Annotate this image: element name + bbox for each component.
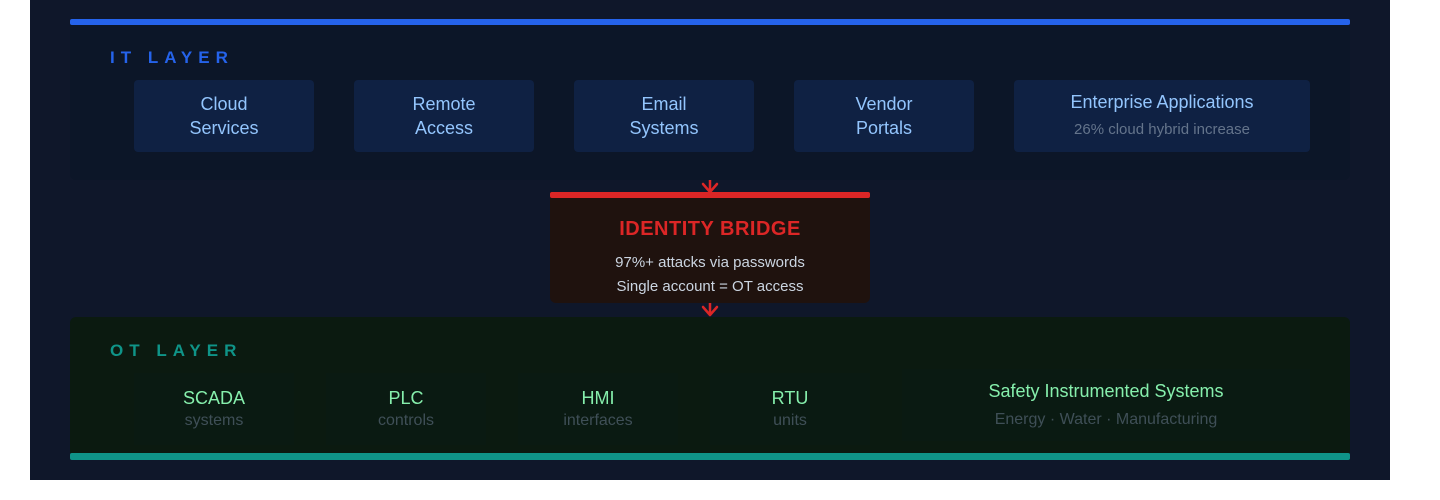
it-card-line2: Access	[414, 118, 474, 138]
it-card-line2: Services	[189, 118, 259, 138]
it-card-line1: Cloud	[200, 94, 248, 114]
diagram-frame: IT LAYER Cloud Services Remote Access Em…	[30, 0, 1390, 480]
identity-bridge: IDENTITY BRIDGE 97%+ attacks via passwor…	[550, 192, 870, 303]
ot-card-subtitle: Energy · Water · Manufacturing	[994, 411, 1218, 428]
it-card-line1: Vendor	[855, 94, 913, 114]
ot-card-hmi: HMI interfaces	[518, 373, 678, 445]
it-card-line1: Remote	[412, 94, 476, 114]
it-card-enterprise-applications: Enterprise Applications 26% cloud hybrid…	[1014, 80, 1310, 152]
ot-card-subtitle: systems	[184, 412, 244, 429]
ot-card-subtitle: units	[773, 412, 807, 429]
it-card-line1: Email	[641, 94, 687, 114]
ot-card-plc: PLC controls	[326, 373, 486, 445]
it-card-title: Enterprise Applications	[1070, 92, 1254, 112]
it-card-line2: Portals	[855, 118, 913, 138]
it-card-line2: Systems	[629, 118, 699, 138]
ot-card-title: RTU	[771, 388, 809, 408]
identity-bridge-line-1: 97%+ attacks via passwords	[615, 254, 805, 271]
it-layer: IT LAYER Cloud Services Remote Access Em…	[70, 25, 1350, 180]
it-card-subtitle: 26% cloud hybrid increase	[1074, 121, 1250, 138]
ot-layer: OT LAYER SCADA systems PLC controls HMI …	[70, 317, 1350, 453]
it-card-email-systems: Email Systems	[574, 80, 754, 152]
it-card-remote-access: Remote Access	[354, 80, 534, 152]
ot-card-subtitle: interfaces	[563, 412, 633, 429]
identity-bridge-line-2: Single account = OT access	[616, 278, 804, 295]
ot-card-rtu: RTU units	[710, 373, 870, 445]
ot-layer-accent-bar	[70, 453, 1350, 460]
ot-card-safety-instrumented-systems: Safety Instrumented Systems Energy · Wat…	[902, 369, 1310, 441]
ot-card-scada: SCADA systems	[134, 373, 294, 445]
it-layer-accent-bar	[70, 19, 1350, 25]
ot-card-title: HMI	[581, 388, 615, 408]
it-layer-title: IT LAYER	[110, 48, 234, 67]
ot-card-subtitle: controls	[377, 412, 435, 429]
it-card-vendor-portals: Vendor Portals	[794, 80, 974, 152]
arrow-down-icon	[701, 303, 719, 317]
identity-bridge-accent-bar	[550, 192, 870, 198]
identity-bridge-title: IDENTITY BRIDGE	[619, 218, 801, 240]
ot-card-title: Safety Instrumented Systems	[988, 381, 1224, 401]
ot-layer-title: OT LAYER	[110, 341, 243, 360]
it-card-cloud-services: Cloud Services	[134, 80, 314, 152]
ot-card-title: SCADA	[182, 388, 245, 408]
ot-card-title: PLC	[388, 388, 424, 408]
